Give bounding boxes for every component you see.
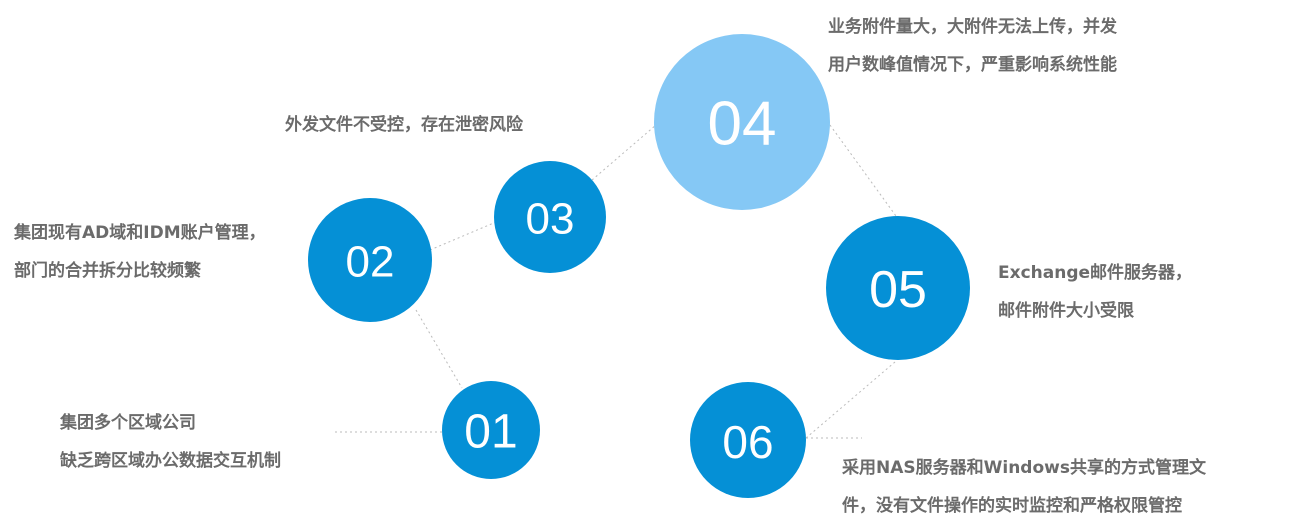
circle-number-05: 05: [869, 261, 927, 319]
item-02-description: 集团现有AD域和IDM账户管理， 部门的合并拆分比较频繁: [14, 214, 266, 290]
circle-number-02: 02: [346, 238, 395, 287]
item-01-line-1: 集团多个区域公司: [60, 413, 196, 433]
item-03-line-1: 外发文件不受控，存在泄密风险: [285, 115, 523, 135]
circle-number-06: 06: [722, 416, 773, 468]
circle-02: [308, 198, 432, 322]
item-03-description: 外发文件不受控，存在泄密风险: [285, 106, 523, 144]
item-05-description: Exchange邮件服务器， 邮件附件大小受限: [998, 254, 1192, 330]
item-06-line-1: 采用NAS服务器和Windows共享的方式管理文: [842, 458, 1206, 478]
item-04-description: 业务附件量大，大附件无法上传，并发 用户数峰值情况下，严重影响系统性能: [828, 8, 1117, 84]
item-05-line-1: Exchange邮件服务器，: [998, 263, 1193, 283]
connector-03-04: [591, 124, 657, 181]
item-01-description: 集团多个区域公司 缺乏跨区域办公数据交互机制: [60, 404, 281, 480]
connector-05-06: [805, 361, 896, 439]
circle-06: [690, 382, 806, 498]
item-02-line-2: 部门的合并拆分比较频繁: [14, 261, 201, 281]
circle-03: [494, 161, 606, 273]
connector-01-02: [415, 309, 463, 389]
connector-02-03: [429, 221, 497, 251]
item-04-line-2: 用户数峰值情况下，严重影响系统性能: [828, 55, 1117, 75]
circle-number-01: 01: [464, 406, 517, 459]
item-02-line-1: 集团现有AD域和IDM账户管理，: [14, 223, 266, 243]
circle-01: [442, 381, 540, 479]
circle-number-04: 04: [708, 90, 777, 159]
item-01-line-2: 缺乏跨区域办公数据交互机制: [60, 451, 281, 471]
circle-04: [654, 34, 830, 210]
item-04-line-1: 业务附件量大，大附件无法上传，并发: [828, 17, 1117, 37]
item-06-description: 采用NAS服务器和Windows共享的方式管理文 件，没有文件操作的实时监控和严…: [842, 449, 1206, 525]
item-05-line-2: 邮件附件大小受限: [998, 301, 1134, 321]
circle-number-03: 03: [526, 195, 575, 244]
item-06-line-2: 件，没有文件操作的实时监控和严格权限管控: [842, 496, 1182, 516]
circle-05: [826, 216, 970, 360]
connector-04-05: [829, 124, 897, 217]
